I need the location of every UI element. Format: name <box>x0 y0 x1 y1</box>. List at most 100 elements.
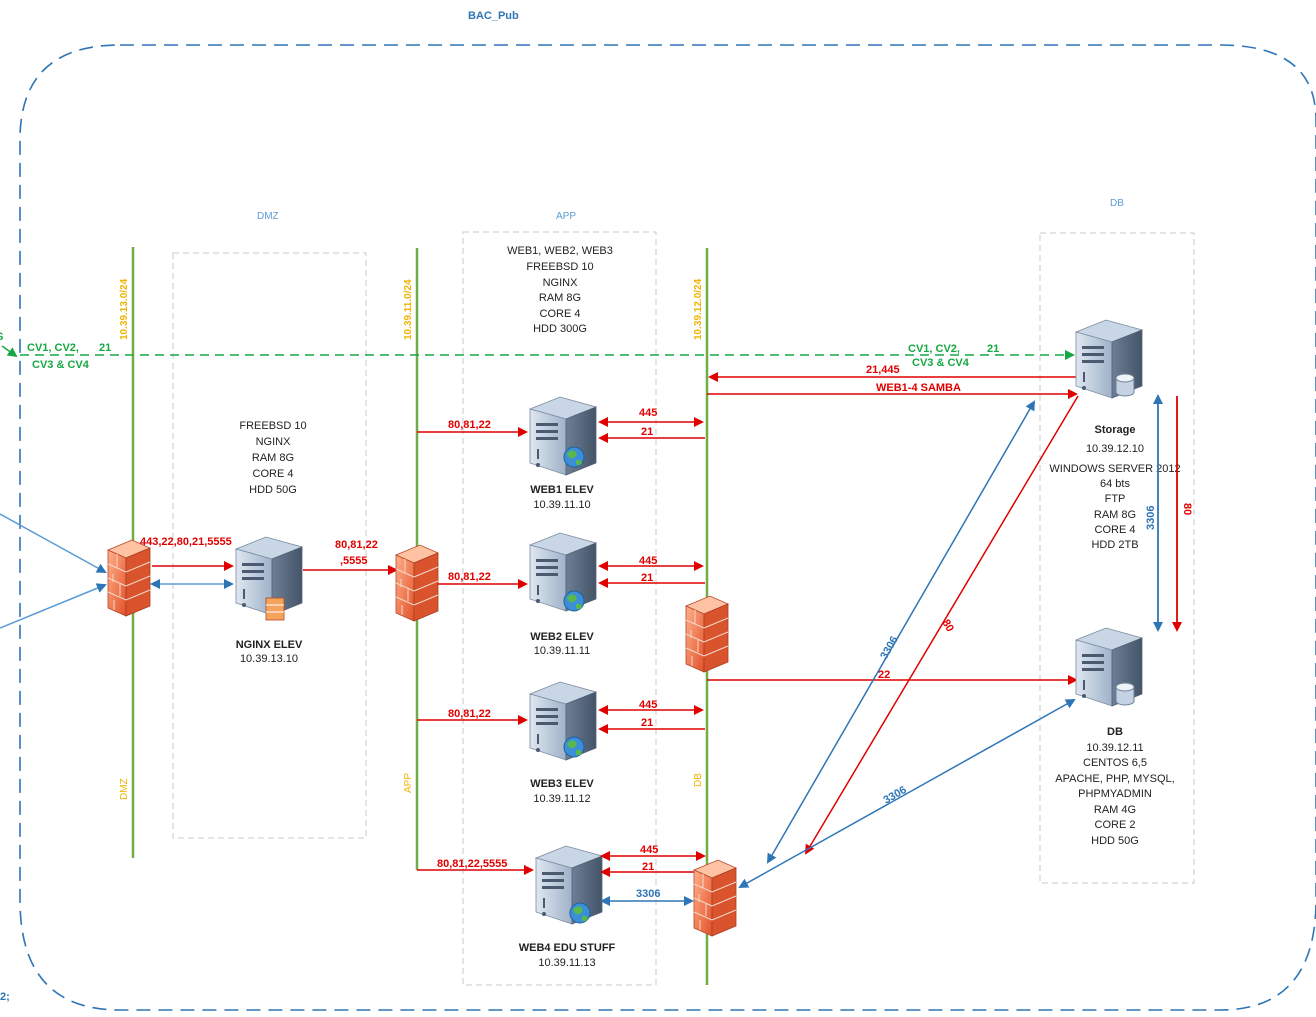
web4-mysql-port: 3306 <box>636 888 660 900</box>
storage-spec: HDD 2TB <box>1091 539 1138 551</box>
storage-spec: CORE 4 <box>1095 524 1136 536</box>
db-spec: RAM 4G <box>1094 804 1136 816</box>
bottom-label-dmz: DMZ <box>119 778 130 800</box>
web2-globe-icon <box>563 590 585 612</box>
web1-in-ports: 80,81,22 <box>448 419 491 431</box>
db-specs: CENTOS 6,5 APACHE, PHP, MYSQL, PHPMYADMI… <box>1055 757 1174 847</box>
storage-spec: 64 bts <box>1100 478 1130 490</box>
web2-server-icon <box>529 532 597 612</box>
web2-ftp-port: 21 <box>641 572 653 584</box>
web4-name: WEB4 EDU STUFF <box>519 942 616 954</box>
web1-ftp-port: 21 <box>641 426 653 438</box>
dmz-zone-box <box>172 252 367 839</box>
nginx-app-ports-1: 80,81,22 <box>335 539 378 551</box>
nginx-ip: 10.39.13.10 <box>240 653 298 665</box>
web4-smb-port: 445 <box>640 844 658 856</box>
storage-disk-icon <box>1115 373 1135 397</box>
nginx-app-ports-2: ,5555 <box>340 555 368 567</box>
web4-server-icon <box>535 845 603 925</box>
db-ssh-port: 22 <box>878 669 890 681</box>
cv-left-label-2: CV3 & CV4 <box>32 359 90 371</box>
db-mysql-diag-link <box>738 699 1076 888</box>
db-name: DB <box>1107 726 1123 738</box>
nginx-spec: CORE 4 <box>253 468 294 480</box>
subnet-app: 10.39.11.0/24 <box>403 279 414 340</box>
storage-spec: RAM 8G <box>1094 509 1136 521</box>
web3-ftp-port: 21 <box>641 717 653 729</box>
nginx-spec: NGINX <box>256 436 292 448</box>
web2-name: WEB2 ELEV <box>530 631 594 643</box>
bottom-label-db: DB <box>693 773 704 787</box>
zone-header-db: DB <box>1110 198 1124 209</box>
app-spec: RAM 8G <box>539 292 581 304</box>
web3-in-ports: 80,81,22 <box>448 708 491 720</box>
cv-entry-arrow <box>1 345 18 358</box>
web1-name: WEB1 ELEV <box>530 484 594 496</box>
diagram-title: BAC_Pub <box>468 10 519 22</box>
app-zone-box <box>462 231 657 986</box>
app-spec: CORE 4 <box>540 308 581 320</box>
web4-in-ports: 80,81,22,5555 <box>437 858 507 870</box>
web3-name: WEB3 ELEV <box>530 778 594 790</box>
web1-server-icon <box>529 396 597 476</box>
cv-left-port: 21 <box>99 342 111 354</box>
edge-fragment-bottom: 2; <box>0 991 10 1003</box>
storage-spec: WINDOWS SERVER 2012 <box>1049 463 1180 475</box>
web1-ip: 10.39.11.10 <box>533 499 590 511</box>
nginx-spec: FREEBSD 10 <box>239 420 306 432</box>
web2-in-ports: 80,81,22 <box>448 571 491 583</box>
nginx-spec: HDD 50G <box>249 484 297 496</box>
web4-globe-icon <box>569 902 591 924</box>
subnet-db: 10.39.12.0/24 <box>693 278 704 340</box>
zone-header-dmz: DMZ <box>257 211 279 222</box>
port-80-vert-label: 80 <box>1181 503 1193 515</box>
bottom-label-app: APP <box>403 773 414 793</box>
db-firewall-bottom-icon <box>693 859 737 937</box>
app-spec: WEB1, WEB2, WEB3 <box>507 245 613 257</box>
cv-right-label-1: CV1, CV2, <box>908 343 960 355</box>
mysql-diag-label-1: 3306 <box>878 634 901 661</box>
db-spec: PHPMYADMIN <box>1078 788 1152 800</box>
app-spec: HDD 300G <box>533 323 587 335</box>
web4-ip: 10.39.11.13 <box>538 957 595 969</box>
db-spec: CORE 2 <box>1095 819 1136 831</box>
storage-name: Storage <box>1095 424 1136 436</box>
db-spec: CENTOS 6,5 <box>1083 757 1147 769</box>
zone-header-app: APP <box>556 211 576 222</box>
web3-ip: 10.39.11.12 <box>533 793 590 805</box>
web2-ip: 10.39.11.11 <box>534 645 590 657</box>
db-disk-icon <box>1115 682 1135 706</box>
db-spec: HDD 50G <box>1091 835 1139 847</box>
db-ip: 10.39.12.11 <box>1086 742 1143 754</box>
edge-fragment-top: S <box>0 331 3 343</box>
subnet-dmz: 10.39.13.0/24 <box>119 278 130 340</box>
nginx-shield-icon <box>265 597 285 621</box>
nginx-spec: RAM 8G <box>252 452 294 464</box>
app-spec: NGINX <box>543 277 579 289</box>
storage-ip: 10.39.12.10 <box>1086 443 1144 455</box>
nginx-name: NGINX ELEV <box>236 639 303 651</box>
dmz-firewall-icon <box>107 539 151 617</box>
storage-in-ports: 21,445 <box>866 364 900 376</box>
app-spec: FREEBSD 10 <box>526 261 593 273</box>
storage-spec: FTP <box>1105 493 1126 505</box>
web3-server-icon <box>529 681 597 761</box>
samba-label: WEB1-4 SAMBA <box>876 382 961 394</box>
web1-globe-icon <box>563 446 585 468</box>
db-firewall-mid-icon <box>685 595 729 673</box>
bac-pub-boundary <box>19 44 1316 1011</box>
cv-right-port: 21 <box>987 343 999 355</box>
mysql-diag-label-2: 3306 <box>882 784 909 807</box>
external-link-2 <box>0 583 107 629</box>
web1-smb-port: 445 <box>639 407 657 419</box>
external-link-1 <box>0 513 107 573</box>
db-spec: APACHE, PHP, MYSQL, <box>1055 773 1174 785</box>
web2-smb-port: 445 <box>639 555 657 567</box>
web4-ftp-port: 21 <box>642 861 654 873</box>
db-zone-box <box>1039 232 1195 884</box>
nginx-specs: FREEBSD 10 NGINX RAM 8G CORE 4 HDD 50G <box>239 420 306 496</box>
app-firewall-icon <box>395 544 439 622</box>
cv-left-label-1: CV1, CV2, <box>27 342 79 354</box>
port-80-diag-label: 80 <box>939 618 956 635</box>
